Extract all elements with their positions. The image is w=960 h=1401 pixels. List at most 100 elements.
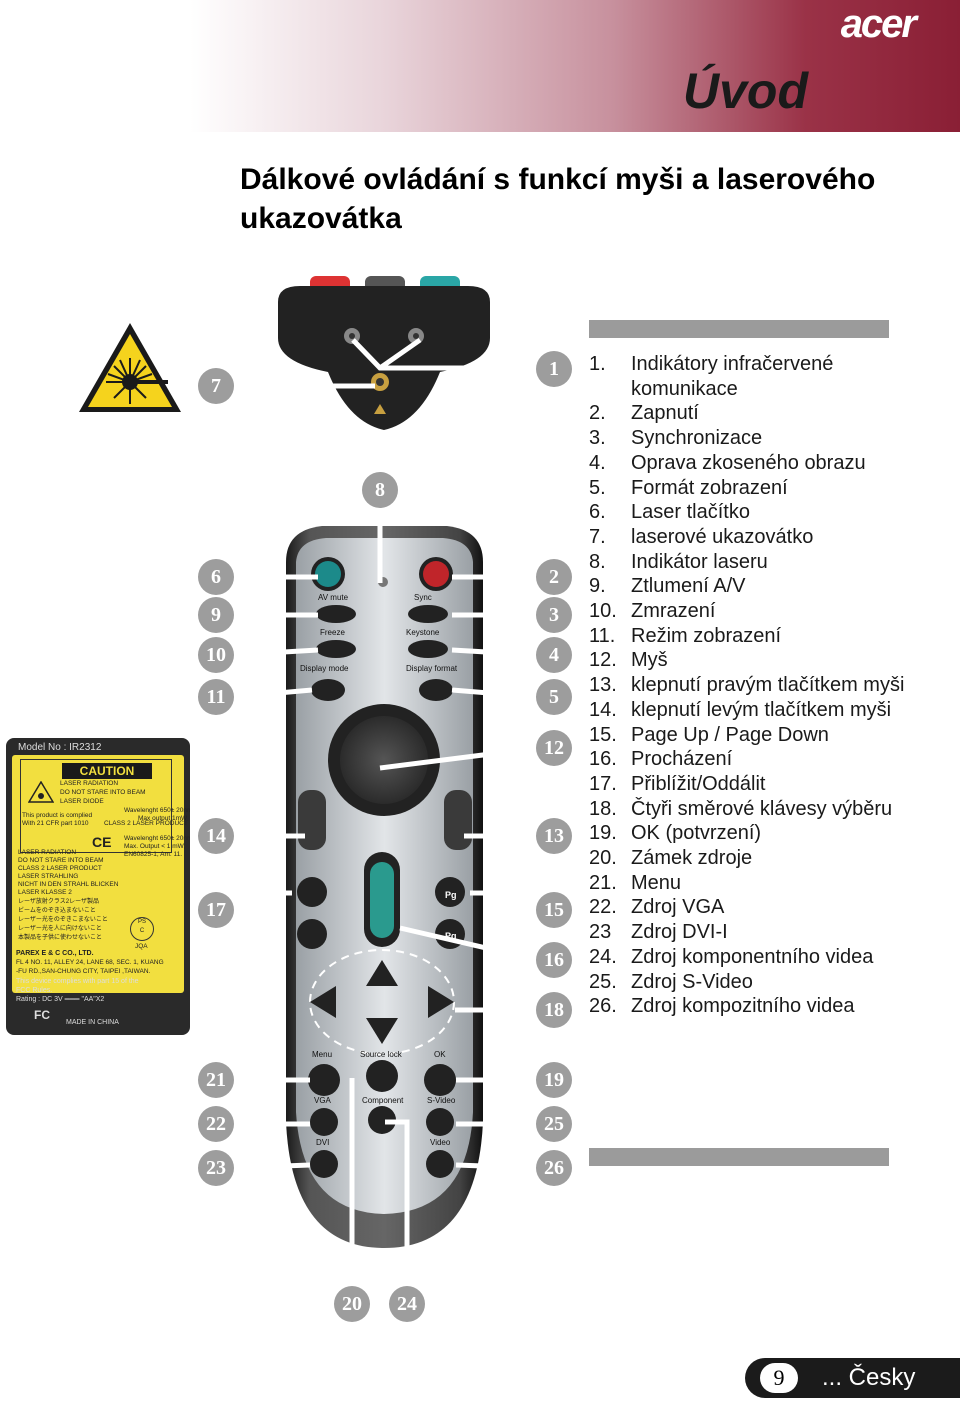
fcc-line: This device complies with part 15 of the — [16, 978, 139, 985]
remote-control — [286, 526, 483, 1248]
warning-line: LASER STRAHLING — [18, 873, 79, 880]
svideo-label: S-Video — [427, 1096, 456, 1105]
callout-25: 25 — [536, 1106, 572, 1142]
freeze-label: Freeze — [320, 628, 345, 637]
list-item: 7.laserové ukazovátko — [589, 525, 814, 548]
callout-4: 4 — [536, 637, 572, 673]
keystone-label: Keystone — [406, 628, 440, 637]
jp-line: 本製品を子供に使わせないこと — [18, 935, 103, 941]
callout-11: 11 — [198, 679, 234, 715]
pg-down-label: Pg — [445, 931, 457, 941]
callout-12: 12 — [536, 730, 572, 766]
header-band — [190, 0, 960, 132]
address-line: -FU RD.,SAN-CHUNG CITY, TAIPEI ,TAIWAN. — [16, 968, 151, 975]
callout-14: 14 — [198, 818, 234, 854]
callout-24: 24 — [389, 1286, 425, 1322]
jp-line: レーザー光を人に向けないこと — [18, 926, 102, 932]
callout-5: 5 — [536, 679, 572, 715]
pg-up-label: Pg — [445, 890, 457, 900]
jp-line: レーザ放射クラス2レーザ製品 — [18, 899, 99, 905]
complied-line: This product is complied — [22, 812, 93, 819]
callout-1: 1 — [536, 351, 572, 387]
spec-line: Wavelenght 650± 20nm — [124, 807, 190, 814]
caution-line: LASER DIODE — [60, 798, 104, 805]
list-item: 5.Formát zobrazení — [589, 476, 788, 499]
ok-label: OK — [434, 1050, 446, 1059]
fcc-line: FCC Rules. — [16, 987, 53, 994]
callout-3: 3 — [536, 597, 572, 633]
page-number: 9 — [760, 1363, 798, 1393]
list-item: 11.Režim zobrazení — [589, 624, 782, 647]
callout-8: 8 — [362, 472, 398, 508]
display-mode-label: Display mode — [300, 664, 349, 673]
callout-22: 22 — [198, 1106, 234, 1142]
list-item: 21.Menu — [589, 871, 682, 894]
page-heading: Dálkové ovládání s funkcí myši a laserov… — [240, 163, 876, 235]
caution-line: LASER RADIATION — [60, 780, 119, 787]
ce-mark: CE — [92, 834, 112, 850]
fc-mark: FC — [34, 1008, 50, 1022]
list-item: 22.Zdroj VGA — [589, 896, 725, 919]
section-title: Úvod — [683, 63, 808, 119]
list-item: 19.OK (potvrzení) — [589, 822, 762, 845]
callout-17: 17 — [198, 892, 234, 928]
callout-26: 26 — [536, 1150, 572, 1186]
callout-16: 16 — [536, 942, 572, 978]
callout-10: 10 — [198, 637, 234, 673]
callout-7: 7 — [198, 368, 234, 404]
legend-list: 1.Indikátory infračervené komunikace 2.Z… — [589, 352, 919, 1019]
language-label: ... Česky — [822, 1364, 916, 1391]
caution-line: DO NOT STARE INTO BEAM — [60, 789, 146, 796]
list-item: 8.Indikátor laseru — [589, 550, 768, 573]
list-top-bar — [589, 320, 889, 338]
list-item: 17.Přiblížit/Oddálit — [589, 772, 766, 795]
jp-line: ビームをのぞき込まないこと — [18, 908, 96, 914]
spec2-line: Wavelenght 650± 20nm — [124, 835, 190, 842]
list-item: 13.klepnutí pravým tlačítkem myši — [589, 674, 905, 697]
acer-logo: acer — [840, 2, 917, 46]
callout-18: 18 — [536, 992, 572, 1028]
list-bottom-bar — [589, 1148, 889, 1166]
callout-23: 23 — [198, 1150, 234, 1186]
list-item: 20.Zámek zdroje — [589, 847, 753, 870]
model-number: Model No : IR2312 — [18, 742, 102, 753]
warning-line: LASER KLASSE 2 — [18, 889, 72, 896]
complied-line: With 21 CFR part 1010 — [22, 820, 89, 827]
caution-sticker: CAUTION LASER RADIATION DO NOT STARE INT… — [12, 755, 190, 993]
ps-mark: PS C — [130, 917, 154, 941]
list-item: 24.Zdroj komponentního videa — [589, 945, 874, 968]
dvi-label: DVI — [316, 1138, 330, 1147]
list-item: 12.Myš — [589, 649, 668, 672]
laser-icon — [28, 781, 54, 803]
list-item: 25.Zdroj S-Video — [589, 970, 753, 993]
callout-9: 9 — [198, 597, 234, 633]
spec-line: Max output 1mW — [138, 815, 188, 822]
list-item: 15.Page Up / Page Down — [589, 723, 829, 746]
list-item: 10.Zmrazení — [589, 600, 716, 623]
list-item: 3.Synchronizace — [589, 427, 763, 450]
callout-21: 21 — [198, 1062, 234, 1098]
class2-text: CLASS 2 LASER PRODUCT — [104, 820, 188, 827]
callout-20: 20 — [334, 1286, 370, 1322]
caution-label: Model No : IR2312 CAUTION LASER RADIATIO… — [6, 738, 190, 1035]
laser-warning-icon — [79, 323, 181, 412]
source-lock-label: Source lock — [360, 1050, 402, 1059]
vga-label: VGA — [314, 1096, 331, 1105]
warning-line: NICHT IN DEN STRAHL BLICKEN — [18, 881, 119, 888]
list-item: 1.Indikátory infračervené komunikace — [589, 353, 834, 400]
jp-line: レーザー光をのぞきこまないこと — [18, 917, 108, 923]
list-item: 16.Procházení — [589, 748, 733, 771]
made-in-text: MADE IN CHINA — [66, 1019, 119, 1026]
caution-title: CAUTION — [62, 763, 152, 779]
av-mute-label: AV mute — [318, 593, 349, 602]
component-label: Component — [362, 1096, 404, 1105]
callout-2: 2 — [536, 559, 572, 595]
list-item: 18.Čtyři směrové klávesy výběru — [589, 797, 893, 820]
list-item: 26.Zdroj kompozitního videa — [589, 995, 855, 1018]
callout-19: 19 — [536, 1062, 572, 1098]
jqa-mark: JQA — [135, 943, 148, 950]
address-line: FL 4 NO. 11, ALLEY 24, LANE 68, SEC. 1, … — [16, 959, 164, 966]
list-item: 4.Oprava zkoseného obrazu — [589, 451, 866, 474]
caution-frame — [20, 759, 172, 853]
list-item: 2.Zapnutí — [589, 402, 699, 425]
